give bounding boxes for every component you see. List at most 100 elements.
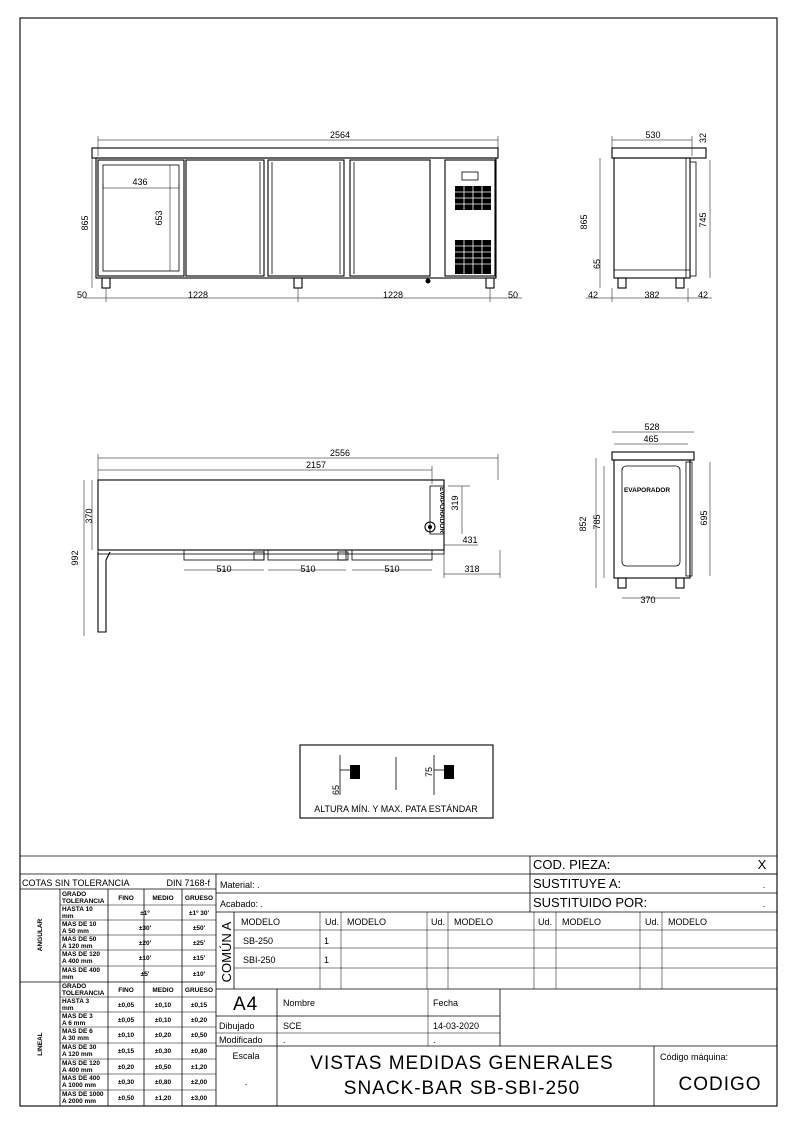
tolerance-standard: DIN 7168-f — [166, 878, 210, 888]
dim-plan-left-h: 370 — [84, 508, 94, 523]
front-view: 2564 436 653 — [77, 130, 522, 302]
tolerance-header: COTAS SIN TOLERANCIA — [22, 878, 130, 888]
sec-evaporator-label: EVAPORADOR — [624, 487, 670, 494]
dim-side-depth: 530 — [645, 130, 660, 140]
title-block: COD. PIEZA: X SUSTITUYE A: . SUSTITUIDO … — [20, 855, 777, 1106]
dim-plan-evap-h: 319 — [450, 495, 460, 510]
lin-row-6-grueso: ±2,00 — [191, 1079, 208, 1086]
codigo-maquina-value: CODIGO — [678, 1074, 761, 1095]
ang-row-1-l1: HASTA 10 — [62, 906, 93, 913]
lin-row-6-fino: ±0,30 — [118, 1079, 135, 1086]
ang-row-2-l1: MAS DE 10 — [62, 921, 97, 928]
lin-row-5-grueso: ±1,20 — [191, 1064, 208, 1071]
lin-col-grado-1: GRADO — [62, 983, 86, 990]
model-2-ud: 1 — [324, 955, 329, 965]
ang-col-grado-2: TOLERANCIA — [62, 898, 105, 905]
ang-row-2-l2: A 50 mm — [62, 928, 89, 935]
lin-row-5-l1: MAS DE 120 — [62, 1060, 100, 1067]
ud-header-2: Ud. — [431, 917, 445, 927]
ang-col-medio: MEDIO — [152, 895, 173, 902]
modificado-date: . — [433, 1035, 436, 1045]
ang-row-4-l2: A 400 mm — [62, 958, 93, 965]
lin-row-2-grueso: ±0,20 — [191, 1017, 208, 1024]
sustituido-value: . — [763, 899, 766, 909]
lin-row-7-fino: ±0,50 — [118, 1095, 135, 1102]
ang-row-2-gr: ±50' — [193, 925, 206, 932]
lin-row-3-grueso: ±0,50 — [191, 1032, 208, 1039]
ang-col-grueso: GRUESO — [185, 895, 213, 902]
dim-sec-bottom: 370 — [640, 595, 655, 605]
dim-front-height: 865 — [80, 215, 90, 230]
lin-col-medio: MEDIO — [152, 987, 173, 994]
ang-row-5-gr: ±10' — [193, 971, 206, 978]
escala-value: . — [245, 1077, 248, 1087]
dim-side-bottom-left: 42 — [588, 290, 598, 300]
plan-evaporator-label: EVAPORADOR — [438, 487, 445, 533]
lin-row-2-medio: ±0,10 — [155, 1017, 172, 1024]
modelo-header-5: MODELO — [668, 917, 707, 927]
dim-plan-total-h: 992 — [70, 550, 80, 565]
dim-side-inner-height: 745 — [698, 212, 708, 227]
ang-row-4-l1: MAS DE 120 — [62, 951, 100, 958]
ang-col-grado-1: GRADO — [62, 891, 86, 898]
nombre-label: Nombre — [283, 998, 315, 1008]
leg-max-height: 75 — [424, 767, 434, 777]
leg-min-height: 65 — [331, 785, 341, 795]
sustituye-label: SUSTITUYE A: — [533, 876, 621, 891]
lin-row-7-l2: A 2000 mm — [62, 1098, 96, 1105]
lin-row-3-fino: ±0,10 — [118, 1032, 135, 1039]
ang-row-4-fm: ±10' — [139, 955, 152, 962]
lin-row-5-fino: ±0,20 — [118, 1064, 135, 1071]
ang-row-3-l2: A 120 mm — [62, 943, 93, 950]
lin-row-6-medio: ±0,80 — [155, 1079, 172, 1086]
lin-row-4-grueso: ±0,80 — [191, 1048, 208, 1055]
dim-plan-width: 2556 — [330, 448, 350, 458]
lin-col-grado-2: TOLERANCIA — [62, 990, 105, 997]
lin-row-3-medio: ±0,20 — [155, 1032, 172, 1039]
lin-col-fino: FINO — [118, 987, 134, 994]
modelo-header-4: MODELO — [562, 917, 601, 927]
escala-label: Escala — [232, 1051, 259, 1061]
dibujado-name: SCE — [283, 1021, 302, 1031]
lin-row-4-l2: A 120 mm — [62, 1051, 93, 1058]
lin-row-2-l1: MAS DE 3 — [62, 1013, 93, 1020]
ang-row-1-l2: mm — [62, 913, 74, 920]
comun-a-label: COMÚN A — [219, 921, 234, 982]
ang-row-3-l1: MAS DE 50 — [62, 936, 97, 943]
side-view: 530 32 865 745 65 42 382 42 — [579, 130, 712, 302]
dim-front-leg-left: 50 — [77, 290, 87, 300]
lin-row-5-medio: ±0,50 — [155, 1064, 172, 1071]
dim-plan-inner: 2157 — [306, 460, 326, 470]
ang-row-1-fm: ±1º — [140, 910, 150, 917]
angular-label: ANGULAR — [37, 918, 44, 951]
lin-row-4-fino: ±0,15 — [118, 1048, 135, 1055]
ud-header-4: Ud. — [645, 917, 659, 927]
ang-row-1-gr: ±1º 30' — [189, 910, 210, 917]
fecha-label: Fecha — [433, 998, 458, 1008]
ang-row-5-fm: ±5' — [141, 971, 150, 978]
lin-row-6-l1: MAS DE 400 — [62, 1075, 100, 1082]
dim-side-height: 865 — [579, 214, 589, 229]
dim-front-width: 2564 — [330, 130, 350, 140]
dim-sec-outer: 528 — [644, 422, 659, 432]
lin-row-1-medio: ±0,10 — [155, 1002, 172, 1009]
dim-sec-right-h: 695 — [699, 510, 709, 525]
ud-header-3: Ud. — [538, 917, 552, 927]
lin-row-4-l1: MAS DE 30 — [62, 1044, 97, 1051]
ang-col-fino: FINO — [118, 895, 134, 902]
dim-front-leg-right: 50 — [508, 290, 518, 300]
leg-detail: 65 75 ALTURA MÍN. Y MAX. PATA ESTÁNDAR — [299, 744, 494, 819]
section-view: 528 465 EVAPORADOR 852 785 695 370 — [578, 422, 711, 605]
lin-row-1-l1: HASTA 3 — [62, 998, 89, 1005]
ang-row-5-l2: mm — [62, 974, 74, 981]
drawing-title-line-2: SNACK-BAR SB-SBI-250 — [344, 1078, 580, 1099]
vent-grille-top — [455, 186, 491, 210]
model-2-name: SBI-250 — [243, 955, 276, 965]
ang-row-4-gr: ±15' — [193, 955, 206, 962]
dim-plan-drawer-3: 510 — [384, 564, 399, 574]
dim-side-top: 32 — [698, 133, 708, 143]
acabado-field: Acabado: . — [220, 899, 263, 909]
ang-row-5-l1: MAS DE 400 — [62, 967, 100, 974]
dim-side-bottom-right: 42 — [698, 290, 708, 300]
